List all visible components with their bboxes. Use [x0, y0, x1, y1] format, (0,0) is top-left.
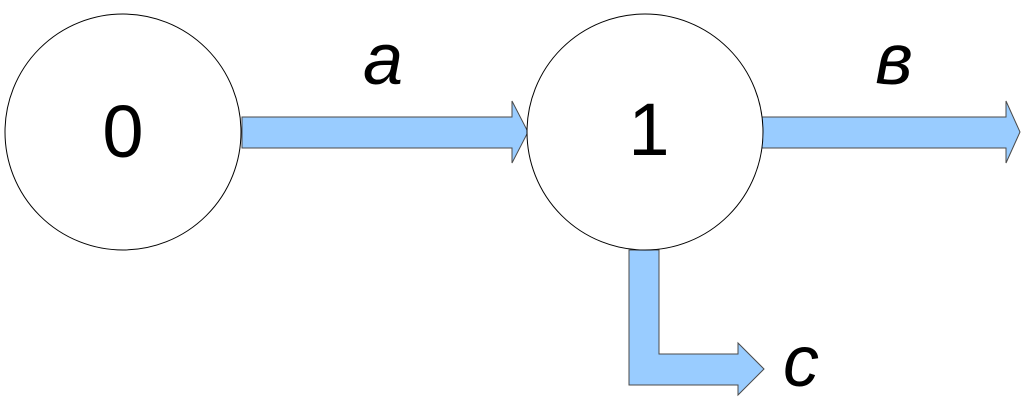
- node-0: 0: [4, 13, 242, 251]
- arrow-a: [241, 100, 529, 164]
- edge-c-label: c: [783, 322, 819, 402]
- node-1-label: 1: [628, 88, 669, 171]
- node-1: 1: [526, 13, 764, 251]
- arrow-b: [761, 100, 1021, 164]
- edge-a-label: a: [363, 20, 403, 100]
- node-0-label: 0: [102, 90, 143, 173]
- arrow-c: [628, 249, 765, 397]
- node-1-circle: [526, 13, 764, 251]
- node-0-circle: [4, 13, 242, 251]
- edge-b-label: в: [875, 20, 913, 100]
